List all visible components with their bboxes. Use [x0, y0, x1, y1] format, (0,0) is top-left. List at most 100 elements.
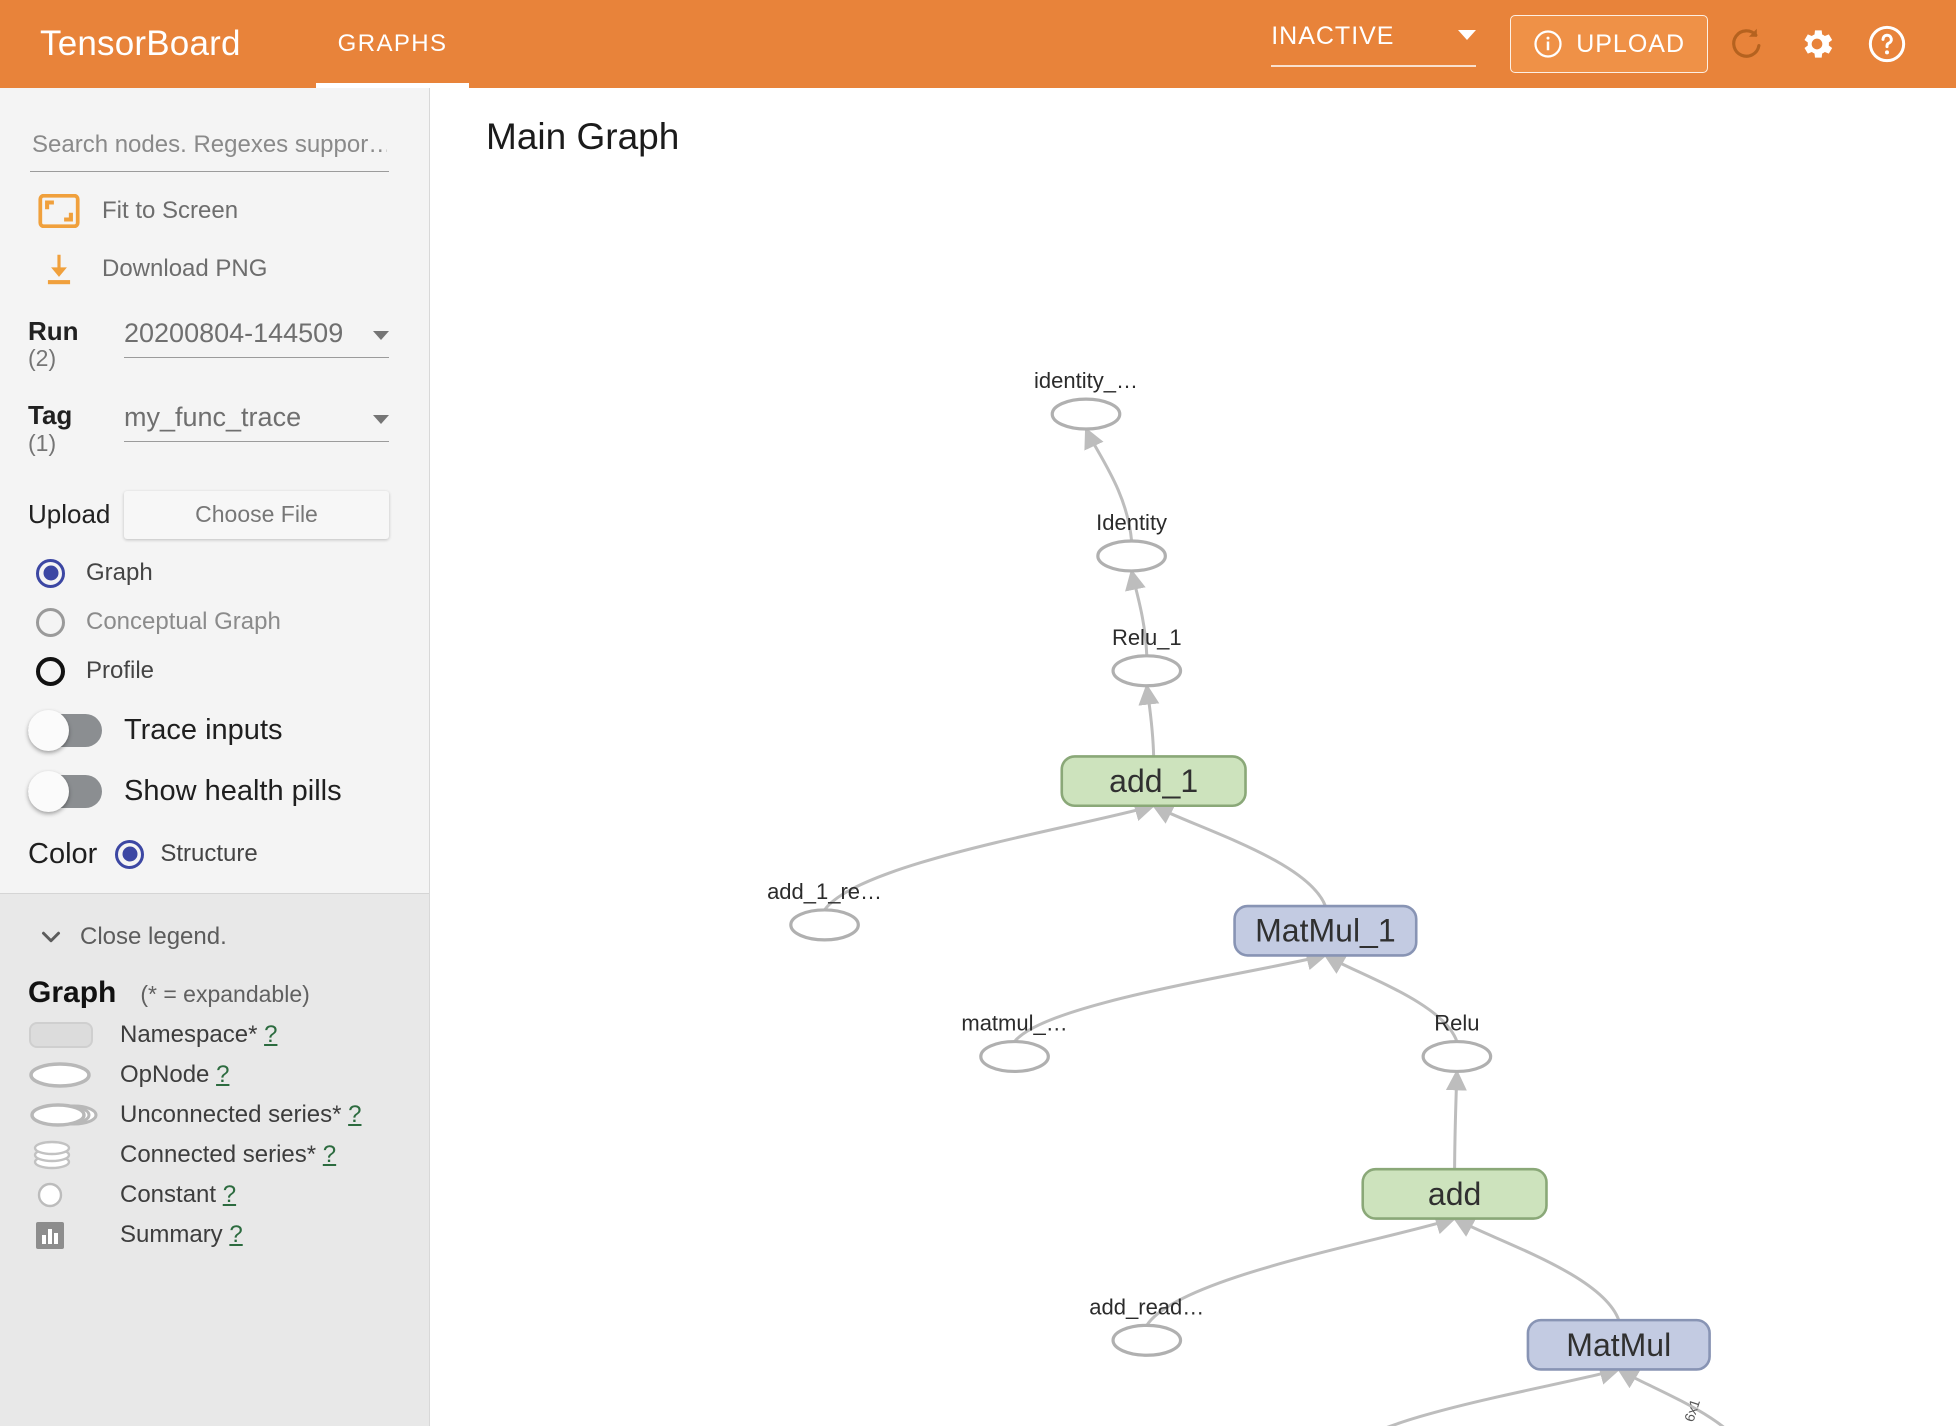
graph-edge	[1013, 949, 1328, 1043]
toggle-switch-knob	[28, 770, 69, 812]
help-link[interactable]: ?	[222, 1180, 237, 1208]
opnode-symbol	[28, 1060, 120, 1090]
edge-label: 6x1	[1681, 1397, 1703, 1424]
node-label: Relu_1	[1112, 625, 1182, 650]
legend-title: Graph	[28, 975, 117, 1009]
graph-node-Identity[interactable]: Identity	[1096, 510, 1167, 573]
graph-node-Relu_1[interactable]: Relu_1	[1111, 625, 1183, 688]
run-field-label: Run (2)	[28, 316, 124, 372]
chevron-down-icon	[1458, 30, 1477, 40]
fit-to-screen-icon	[28, 194, 90, 228]
run-status-dropdown[interactable]: INACTIVE	[1271, 21, 1477, 67]
legend-subtitle: (* = expandable)	[140, 980, 310, 1007]
search-field-wrapper	[30, 130, 389, 172]
node-label: matmul_r…	[1281, 1425, 1395, 1426]
tab-graphs[interactable]: GRAPHS	[315, 0, 470, 88]
toggle-switch-track[interactable]	[28, 709, 102, 751]
help-link[interactable]: ?	[216, 1060, 230, 1088]
node-label: add	[1428, 1176, 1481, 1212]
graph-node-add_1[interactable]: add_1	[1060, 755, 1247, 808]
tag-field-label: Tag (1)	[28, 401, 124, 456]
graph-node-add_1_read[interactable]: add_1_re…	[767, 879, 882, 942]
summary-symbol	[28, 1219, 120, 1251]
graph-edge	[1138, 683, 1160, 757]
help-link[interactable]: ?	[348, 1100, 362, 1128]
trace-inputs-toggle[interactable]: Trace inputs	[28, 709, 429, 751]
help-link[interactable]: ?	[229, 1220, 243, 1248]
help-link[interactable]: ?	[264, 1020, 278, 1048]
graph-type-option-profile[interactable]: Profile	[36, 656, 429, 686]
refresh-icon[interactable]	[1716, 13, 1778, 75]
color-option-structure-label: Structure	[160, 840, 258, 868]
graph-node-identity_out[interactable]: identity_…	[1034, 368, 1138, 431]
chevron-down-icon	[42, 931, 60, 942]
top-app-bar: TensorBoard GRAPHS INACTIVE UPLOAD	[0, 0, 1956, 88]
legend-item-connected-series: Connected series* ?	[28, 1140, 429, 1170]
fit-to-screen-button[interactable]: Fit to Screen	[28, 194, 429, 228]
close-legend-label: Close legend.	[80, 922, 227, 950]
toggle-switch-knob	[28, 709, 69, 751]
legend-label-unconnected-series: Unconnected series*	[120, 1100, 342, 1128]
legend-label-namespace: Namespace*	[120, 1020, 258, 1048]
radio-conceptual-graph[interactable]	[36, 607, 65, 637]
close-legend-button[interactable]: Close legend.	[36, 922, 429, 952]
graph-type-option-conceptual[interactable]: Conceptual Graph	[36, 607, 429, 637]
show-health-pills-toggle[interactable]: Show health pills	[28, 770, 429, 812]
page-title: Main Graph	[486, 116, 680, 157]
run-status-value: INACTIVE	[1271, 21, 1395, 50]
graph-node-MatMul_1[interactable]: MatMul_1	[1233, 904, 1418, 957]
graph-type-label-conceptual: Conceptual Graph	[86, 608, 281, 636]
help-icon[interactable]	[1856, 13, 1918, 75]
upload-field: Upload Choose File	[28, 490, 389, 539]
run-select-value: 20200804-144509	[124, 318, 344, 348]
sidebar: Fit to Screen Download PNG Run (2) 20200…	[0, 88, 430, 1426]
radio-profile[interactable]	[36, 656, 65, 686]
graph-type-label-profile: Profile	[86, 657, 155, 685]
color-label: Color	[28, 837, 98, 870]
toggle-switch-track[interactable]	[28, 770, 102, 812]
graph-node-MatMul[interactable]: MatMul	[1526, 1318, 1711, 1371]
legend-item-opnode: OpNode ?	[28, 1060, 429, 1090]
download-png-label: Download PNG	[102, 255, 268, 282]
graph-node-Relu[interactable]: Relu	[1421, 1011, 1493, 1074]
upload-button[interactable]: UPLOAD	[1510, 15, 1708, 73]
settings-icon[interactable]	[1786, 13, 1848, 75]
help-link[interactable]: ?	[322, 1140, 337, 1168]
graph-edge	[1452, 1217, 1621, 1321]
info-icon	[1534, 30, 1562, 58]
legend-item-namespace: Namespace* ?	[28, 1020, 429, 1050]
trace-inputs-label: Trace inputs	[124, 713, 283, 746]
legend-label-constant: Constant	[120, 1180, 217, 1208]
node-label: add_1_re…	[767, 879, 882, 904]
graph-edge	[1445, 1069, 1467, 1170]
tag-select[interactable]: my_func_trace	[124, 402, 389, 443]
node-label: matmul_…	[961, 1011, 1067, 1036]
graph-node-matmul_read1[interactable]: matmul_…	[961, 1011, 1068, 1074]
graph-type-option-graph[interactable]: Graph	[36, 558, 429, 588]
radio-graph[interactable]	[36, 558, 65, 588]
graph-node-add_read[interactable]: add_read…	[1089, 1294, 1204, 1357]
fit-to-screen-label: Fit to Screen	[102, 197, 239, 224]
upload-button-label: UPLOAD	[1576, 29, 1685, 58]
graph-edges: 6x1	[823, 427, 1725, 1426]
radio-color-structure[interactable]	[115, 839, 145, 869]
node-label: add_1	[1109, 763, 1198, 799]
legend-item-constant: Constant ?	[28, 1180, 429, 1210]
graph-edge	[1084, 427, 1134, 542]
tag-select-value: my_func_trace	[124, 402, 302, 433]
choose-file-button[interactable]: Choose File	[124, 490, 389, 539]
download-png-button[interactable]: Download PNG	[28, 250, 429, 288]
graph-node-add[interactable]: add	[1361, 1167, 1548, 1220]
run-label: Run	[28, 316, 79, 346]
download-icon	[28, 250, 90, 288]
search-input[interactable]	[30, 130, 389, 172]
show-health-pills-label: Show health pills	[124, 774, 342, 807]
upload-label: Upload	[28, 499, 111, 530]
graph-edge	[1151, 804, 1327, 907]
graph-node-matmul_read[interactable]: matmul_r…	[1281, 1425, 1395, 1426]
run-select[interactable]: 20200804-144509	[124, 318, 389, 358]
node-label: MatMul	[1566, 1327, 1671, 1363]
graph-edge	[1323, 954, 1459, 1043]
